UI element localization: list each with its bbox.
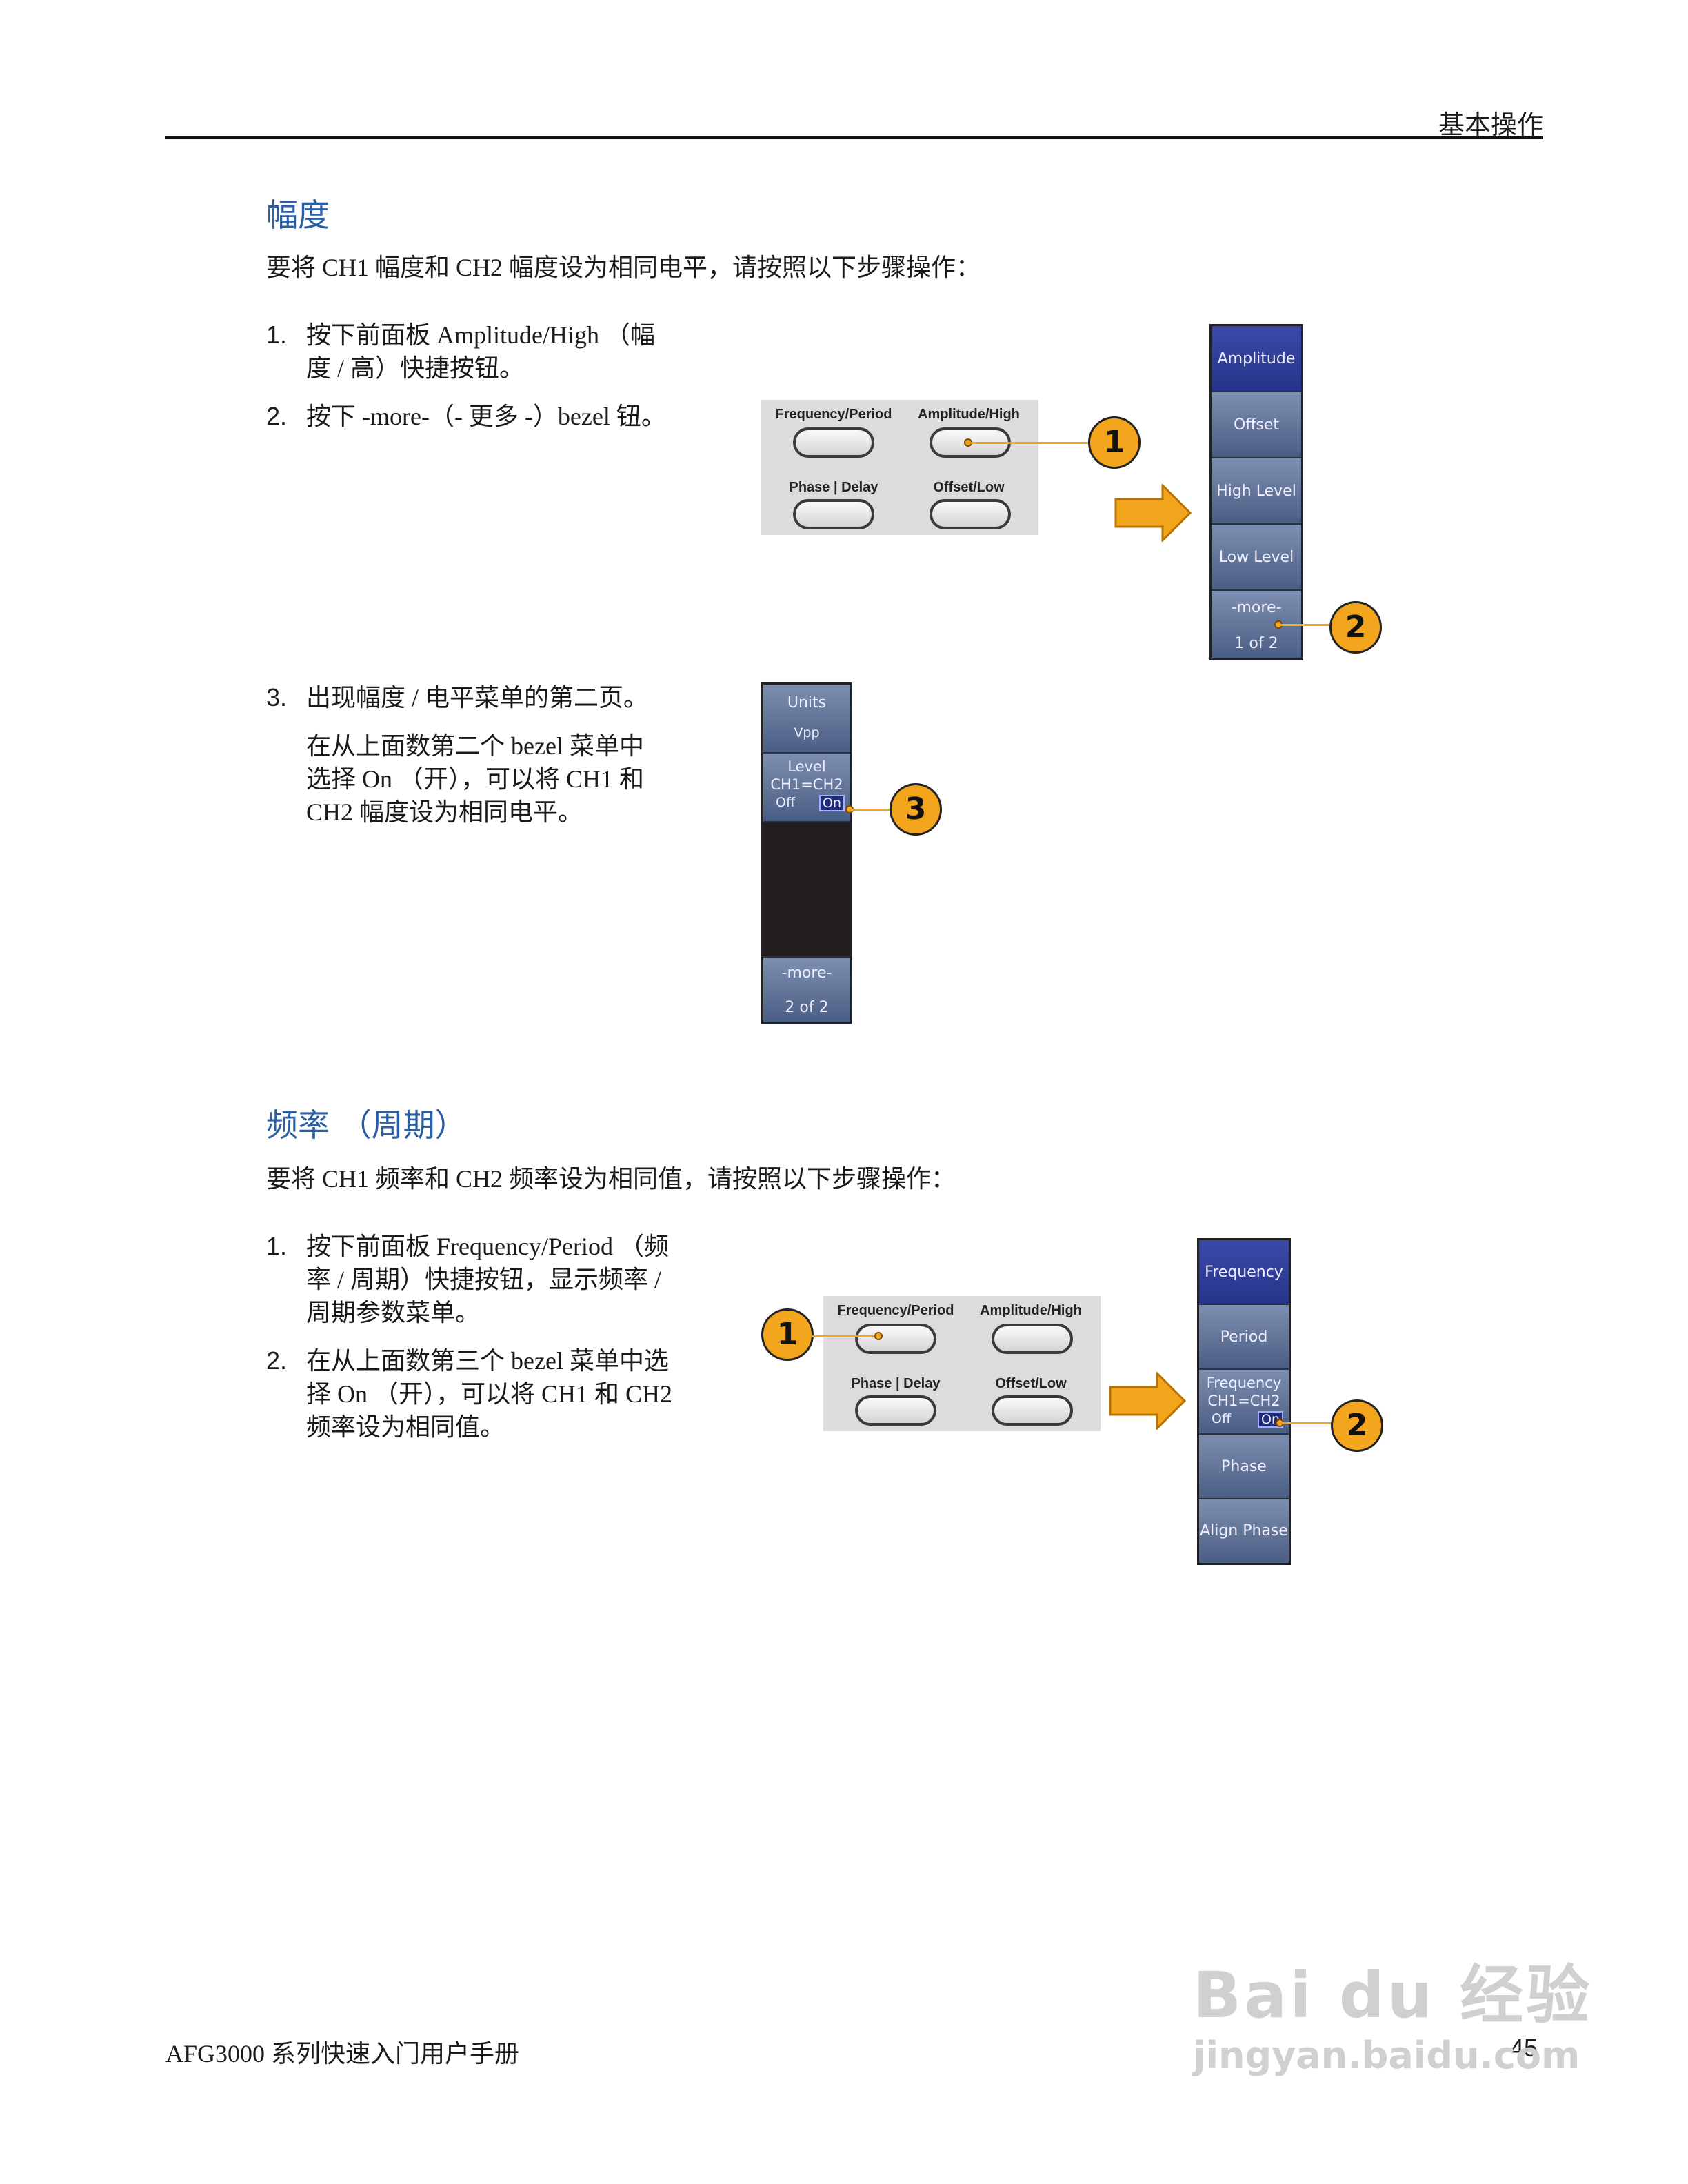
menu-item-align-phase[interactable]: Align Phase	[1199, 1499, 1289, 1563]
step-text-line: 频率设为相同值。	[306, 1413, 505, 1441]
button-label-phase-delay: Phase | Delay	[851, 1376, 941, 1391]
step-detail-line: 选择 On （开），可以将 CH1 和	[306, 765, 645, 793]
step-text-line: 按下前面板 Amplitude/High （幅	[306, 321, 655, 349]
off-option[interactable]: Off	[1212, 1411, 1232, 1426]
header-rule	[165, 136, 1543, 139]
button-label-frequency-period: Frequency/Period	[775, 407, 892, 422]
units-value: Vpp	[794, 725, 820, 740]
step-text-line: 择 On （开），可以将 CH1 和 CH2	[306, 1380, 673, 1408]
amplitude-intro: 要将 CH1 幅度和 CH2 幅度设为相同电平，请按照以下步骤操作：	[266, 254, 981, 281]
frequency-intro: 要将 CH1 频率和 CH2 频率设为相同值，请按照以下步骤操作：	[266, 1165, 956, 1193]
step-number: 2.	[266, 1346, 288, 1375]
step-text-line: 周期参数菜单。	[306, 1299, 481, 1326]
callout-leader	[852, 809, 892, 811]
button-label-amplitude-high: Amplitude/High	[918, 407, 1020, 422]
menu-item-more[interactable]: -more- 2 of 2	[763, 958, 850, 1022]
frequency-link-label: Frequency	[1206, 1375, 1282, 1391]
callout-badge-2: 2	[1329, 601, 1382, 654]
units-label: Units	[787, 694, 827, 711]
step-detail-line: CH2 幅度设为相同电平。	[306, 798, 583, 826]
step-number: 3.	[266, 683, 288, 711]
phase-delay-button[interactable]	[855, 1395, 936, 1426]
frequency-period-button[interactable]	[855, 1324, 936, 1354]
watermark-logo: Bai du 经验	[1193, 1959, 1593, 2032]
menu-item-level-link[interactable]: Level CH1=CH2 Off On	[763, 754, 850, 822]
offset-low-button[interactable]	[992, 1395, 1073, 1426]
frequency-period-button[interactable]	[793, 427, 874, 458]
bezel-menu-amplitude-page1: Amplitude Offset High Level Low Level -m…	[1209, 324, 1303, 660]
bezel-menu-frequency: Frequency Period Frequency CH1=CH2 Off O…	[1197, 1238, 1291, 1565]
amplitude-step-3: 3. 出现幅度 / 电平菜单的第二页。 在从上面数第二个 bezel 菜单中 选…	[266, 681, 707, 826]
callout-leader	[1281, 624, 1332, 626]
menu-item-units[interactable]: Units Vpp	[763, 685, 850, 754]
frequency-link-sub-label: CH1=CH2	[1207, 1393, 1280, 1409]
on-option[interactable]: On	[819, 795, 845, 811]
footer-title: AFG3000 系列快速入门用户手册	[165, 2040, 520, 2067]
callout-badge-1: 1	[1088, 416, 1141, 469]
menu-item-amplitude[interactable]: Amplitude	[1212, 326, 1301, 392]
menu-item-period[interactable]: Period	[1199, 1305, 1289, 1370]
page-indicator: 2 of 2	[785, 999, 829, 1016]
offset-low-button[interactable]	[930, 499, 1011, 529]
level-sub-label: CH1=CH2	[770, 776, 843, 793]
running-header: 基本操作	[1438, 111, 1543, 140]
bezel-menu-amplitude-page2: Units Vpp Level CH1=CH2 Off On -more- 2 …	[761, 682, 852, 1024]
menu-item-frequency-link[interactable]: Frequency CH1=CH2 Off On	[1199, 1370, 1289, 1435]
level-label: Level	[787, 758, 826, 775]
callout-leader	[812, 1335, 878, 1337]
step-number: 1.	[266, 321, 288, 349]
callout-badge-3: 3	[890, 783, 942, 836]
watermark-url: jingyan.baidu.com	[1193, 2034, 1580, 2077]
callout-dot	[874, 1332, 883, 1340]
menu-item-offset[interactable]: Offset	[1212, 392, 1301, 458]
menu-item-empty	[763, 822, 850, 958]
amplitude-high-button[interactable]	[992, 1324, 1073, 1354]
step-text-line: 率 / 周期）快捷按钮，显示频率 /	[306, 1266, 662, 1293]
button-label-phase-delay: Phase | Delay	[789, 480, 878, 495]
front-panel-amplitude: Frequency/Period Amplitude/High Phase | …	[761, 400, 1038, 535]
button-label-frequency-period: Frequency/Period	[837, 1303, 954, 1318]
menu-item-high-level[interactable]: High Level	[1212, 458, 1301, 525]
page-number: 45	[1510, 2034, 1538, 2062]
button-label-offset-low: Offset/Low	[933, 480, 1005, 495]
amplitude-step-1: 1. 按下前面板 Amplitude/High （幅 度 / 高）快捷按钮。	[266, 318, 707, 387]
menu-item-frequency[interactable]: Frequency	[1199, 1240, 1289, 1305]
phase-delay-button[interactable]	[793, 499, 874, 529]
arrow-right-icon	[1109, 1372, 1186, 1430]
front-panel-frequency: Frequency/Period Amplitude/High Phase | …	[823, 1296, 1101, 1431]
callout-leader	[1283, 1422, 1334, 1424]
step-text-line: 按下 -more-（- 更多 -）bezel 钮。	[306, 403, 666, 430]
callout-badge-1: 1	[761, 1308, 814, 1361]
step-number: 1.	[266, 1232, 288, 1260]
menu-item-low-level[interactable]: Low Level	[1212, 525, 1301, 591]
step-text-line: 度 / 高）快捷按钮。	[306, 354, 525, 382]
step-text-line: 出现幅度 / 电平菜单的第二页。	[306, 684, 649, 711]
section-title-frequency: 频率 （周期）	[266, 1106, 467, 1144]
menu-item-phase[interactable]: Phase	[1199, 1435, 1289, 1499]
step-text-line: 按下前面板 Frequency/Period （频	[306, 1233, 669, 1260]
button-label-offset-low: Offset/Low	[995, 1376, 1067, 1391]
callout-badge-2: 2	[1331, 1399, 1383, 1452]
frequency-step-2: 2. 在从上面数第三个 bezel 菜单中选 择 On （开），可以将 CH1 …	[266, 1344, 749, 1448]
page-indicator: 1 of 2	[1234, 635, 1278, 652]
step-text-line: 在从上面数第三个 bezel 菜单中选	[306, 1347, 669, 1375]
callout-leader	[971, 442, 1089, 444]
button-label-amplitude-high: Amplitude/High	[980, 1303, 1082, 1318]
off-option[interactable]: Off	[776, 795, 796, 810]
frequency-step-1: 1. 按下前面板 Frequency/Period （频 率 / 周期）快捷按钮…	[266, 1230, 721, 1333]
more-label: -more-	[1231, 599, 1282, 616]
step-number: 2.	[266, 402, 288, 430]
more-label: -more-	[781, 964, 832, 982]
amplitude-step-2: 2. 按下 -more-（- 更多 -）bezel 钮。	[266, 400, 707, 434]
step-detail-line: 在从上面数第二个 bezel 菜单中	[306, 732, 644, 760]
arrow-right-icon	[1114, 484, 1192, 542]
section-title-amplitude: 幅度	[266, 196, 330, 234]
